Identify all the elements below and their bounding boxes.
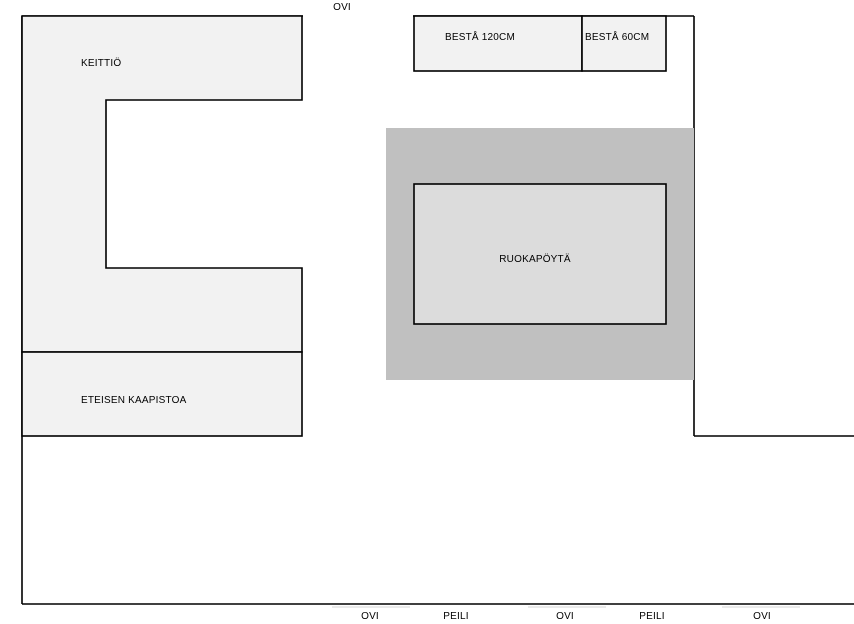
dining-table [413,183,667,325]
door-top-label: OVI [333,2,351,13]
hall-cabinets-label: ETEISEN KAAPISTOA [81,395,187,406]
kitchen-counter [21,15,303,353]
bottom-door-label-2: OVI [556,611,574,622]
bottom-mirror-label-1: PEILI [443,611,469,622]
besta-120-label: BESTÅ 120CM [445,32,516,43]
bottom-door-label-1: OVI [361,611,379,622]
besta-60-label: BESTÅ 60CM [585,32,650,43]
besta-60-unit [581,15,667,72]
bottom-door-label-3: OVI [753,611,771,622]
besta-120-unit [413,15,583,72]
kitchen-label: KEITTIÖ [81,58,122,69]
dining-table-label: RUOKAPÖYTÄ [499,254,571,265]
hall-cabinets [21,351,303,437]
bottom-mirror-label-2: PEILI [639,611,665,622]
